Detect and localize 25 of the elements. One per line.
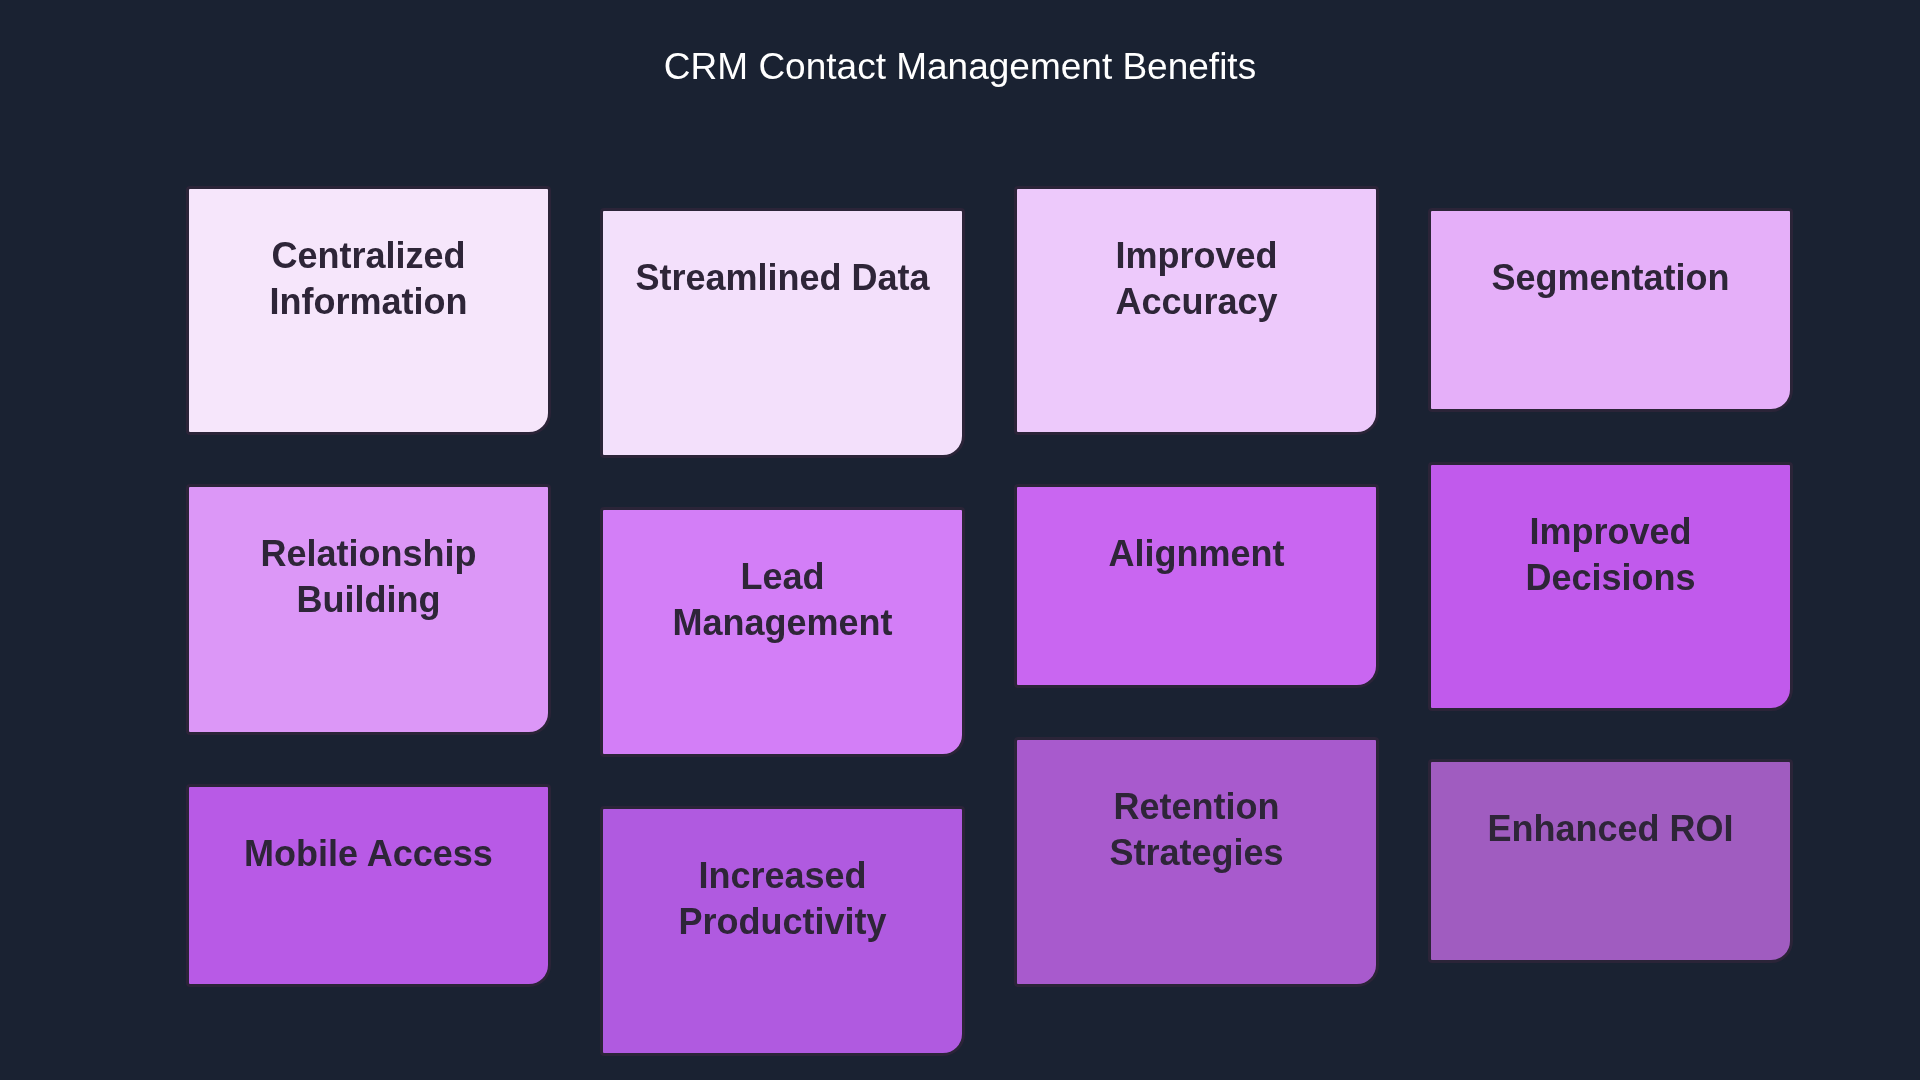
card-title: Relationship Building [259, 532, 478, 622]
note-card [1014, 737, 1379, 987]
card-title: Retention Strategies [1108, 785, 1285, 875]
card-title: Improved Accuracy [1114, 234, 1279, 324]
card-title: Segmentation [1490, 256, 1731, 300]
card-title: Alignment [1107, 532, 1286, 576]
diagram-title: CRM Contact Management Benefits [663, 46, 1257, 88]
note-card [1428, 462, 1793, 711]
note-card [600, 806, 965, 1056]
note-card [600, 208, 965, 458]
card-title: Lead Management [671, 555, 894, 645]
note-card [1428, 759, 1793, 963]
card-title: Streamlined Data [634, 256, 931, 300]
card-title: Mobile Access [243, 832, 494, 876]
note-card [1014, 186, 1379, 435]
note-card [600, 507, 965, 757]
card-title: Centralized Information [268, 234, 469, 324]
note-card [1014, 484, 1379, 688]
note-card [186, 784, 551, 987]
note-card [1428, 208, 1793, 412]
card-title: Enhanced ROI [1486, 807, 1735, 851]
card-title: Improved Decisions [1524, 510, 1697, 600]
card-title: Increased Productivity [677, 854, 888, 944]
note-card [186, 186, 551, 435]
note-card [186, 484, 551, 735]
